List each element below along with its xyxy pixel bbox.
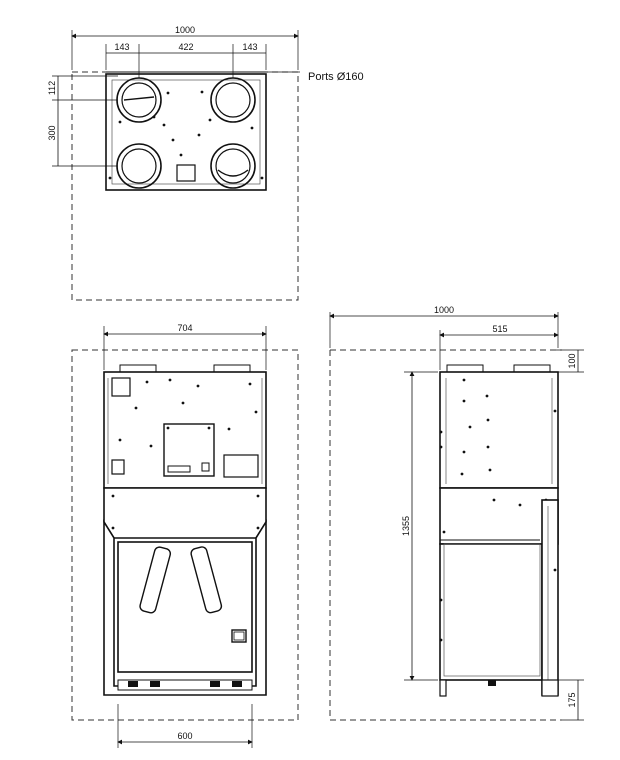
front-view-upper-casing xyxy=(103,371,267,489)
front-view-label-plate xyxy=(111,377,131,397)
side-view: 1000 515 100 1355 175 xyxy=(329,305,584,721)
side-view-foot-front xyxy=(439,679,447,697)
dim-port-right-offset: 143 xyxy=(242,42,257,52)
front-view-clearance-outline xyxy=(71,349,299,721)
ports-label: Ports Ø160 xyxy=(308,71,364,83)
top-view: 1000 143 422 143 112 300 Ports Ø160 xyxy=(47,25,364,301)
dim-front-top-width: 704 xyxy=(177,323,192,333)
side-view-rear-post xyxy=(541,499,559,696)
front-view-base-frame xyxy=(103,519,267,696)
dim-front-bottom-width: 600 xyxy=(177,731,192,741)
front-view-plinth xyxy=(117,679,253,691)
dim-port-vertical-spacing: 300 xyxy=(47,125,57,140)
dim-side-depth: 515 xyxy=(492,324,507,334)
side-view-mid-panel xyxy=(439,487,559,545)
side-view-clearance-outline xyxy=(329,350,562,721)
dim-port-spacing: 422 xyxy=(178,42,193,52)
front-view-lower-compartment xyxy=(117,541,253,673)
front-view-filter-right xyxy=(190,546,223,614)
side-view-screws xyxy=(439,378,557,476)
dim-top-overall-width: 1000 xyxy=(175,25,195,35)
top-view-service-box xyxy=(176,164,196,182)
front-view-control-panel xyxy=(163,423,215,477)
side-view-foot-rear xyxy=(541,679,559,697)
front-view-filter-left xyxy=(139,546,172,614)
dim-port-vertical-offset: 112 xyxy=(47,81,57,95)
side-view-lower-frame xyxy=(439,543,543,681)
top-view-screws xyxy=(108,90,264,180)
front-view-screws xyxy=(118,378,258,448)
dim-side-top-port-height: 100 xyxy=(567,353,577,368)
side-view-upper-casing xyxy=(439,371,559,489)
port-bottom-right xyxy=(210,143,256,189)
dim-side-feet-height: 175 xyxy=(567,692,577,707)
front-view-drain-box xyxy=(231,629,247,643)
front-view: 704 600 xyxy=(71,323,299,748)
dim-port-left-offset: 143 xyxy=(114,42,129,52)
front-view-mid-panel xyxy=(103,487,267,539)
front-view-display xyxy=(223,454,259,478)
dim-side-overall-width: 1000 xyxy=(434,305,454,315)
dim-side-height: 1355 xyxy=(401,516,411,536)
top-view-unit-body xyxy=(105,73,267,191)
